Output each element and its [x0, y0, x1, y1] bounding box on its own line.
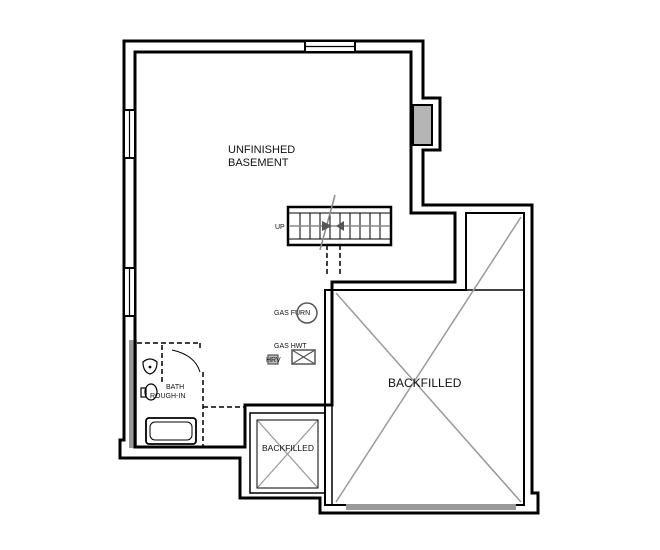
exterior-wall-inner	[133, 50, 457, 449]
bath-label: BATH	[166, 384, 184, 391]
hrv-icon	[267, 354, 279, 365]
exterior-wall-outer	[118, 39, 540, 515]
stairs: UP	[275, 194, 393, 276]
gas-furnace-label: GAS FURN	[274, 310, 310, 317]
stair-arrow-icon-2	[336, 221, 344, 231]
bath-wall-fill	[129, 340, 137, 448]
footing-bottom	[346, 504, 516, 510]
room-label-backfilled-small: BACKFILLED	[262, 443, 314, 453]
bath-rough-in: BATH ROUGH-IN	[137, 342, 245, 447]
bump-out	[412, 104, 433, 146]
bath-dashed-wall	[137, 342, 201, 350]
backfilled-small-cross-b	[257, 420, 318, 488]
toilet-icon	[144, 383, 158, 401]
backfilled-large-cross-b	[335, 216, 522, 503]
furnace-icon	[296, 302, 318, 324]
stair-break-line	[319, 194, 336, 251]
hrv-label: HRV	[266, 357, 281, 364]
sink-icon	[142, 358, 158, 375]
mechanical-fixtures: GAS FURN GAS HWT HRV	[266, 302, 318, 365]
room-label-basement: BASEMENT	[228, 157, 289, 169]
rough-in-label: ROUGH-IN	[150, 393, 185, 400]
bath-door-swing	[171, 349, 201, 373]
backfilled-large-cross-a	[335, 292, 522, 503]
backfilled-small-outline	[249, 412, 326, 494]
stair-arrow-icon	[322, 221, 332, 231]
backfilled-large-outline	[324, 212, 525, 506]
bathtub-icon	[145, 417, 197, 445]
room-label-unfinished: UNFINISHED	[228, 144, 295, 156]
gas-hwt-label: GAS HWT	[274, 343, 307, 350]
room-label-backfilled-large: BACKFILLED	[388, 376, 462, 390]
hot-water-tank-icon	[291, 349, 316, 365]
stairs-up-label: UP	[275, 224, 285, 231]
